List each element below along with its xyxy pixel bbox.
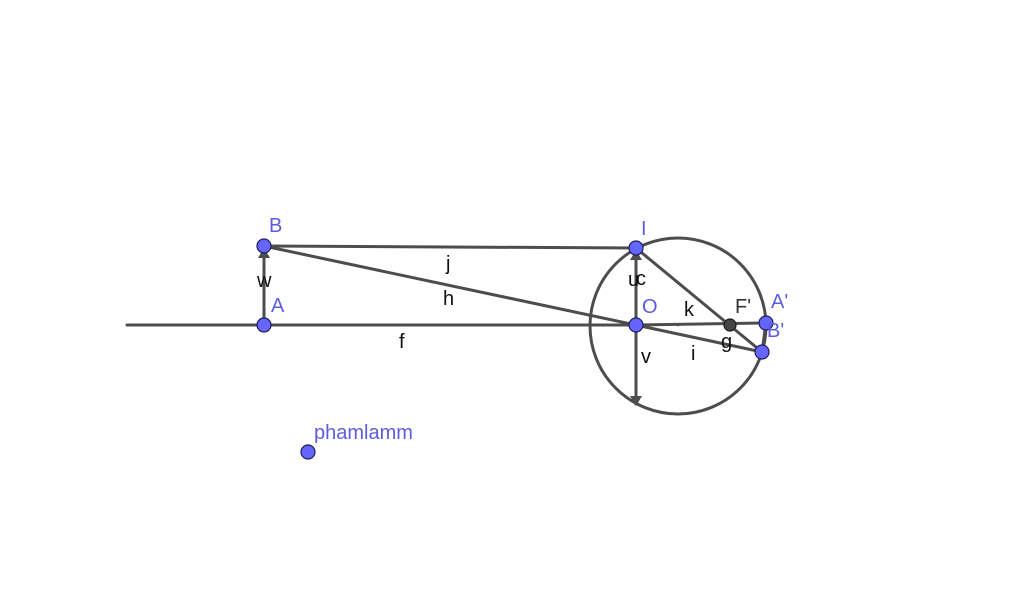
- label-point-o: O: [642, 296, 658, 318]
- segment-i[interactable]: [634, 323, 764, 354]
- label-point-i: I: [641, 218, 647, 240]
- segment-axis-extension[interactable]: [634, 321, 768, 327]
- label-u: u: [628, 269, 639, 291]
- label-f: f: [399, 331, 405, 353]
- label-k: k: [684, 299, 695, 321]
- label-point-b: B: [269, 215, 282, 237]
- point-i[interactable]: [628, 240, 644, 256]
- label-h: h: [443, 288, 454, 310]
- label-point-a: A: [271, 295, 285, 317]
- point-o[interactable]: [628, 317, 644, 333]
- point-b[interactable]: [256, 238, 272, 254]
- segment-h[interactable]: [262, 244, 638, 327]
- point-a[interactable]: [256, 317, 272, 333]
- label-i: i: [691, 343, 695, 365]
- label-point-b-prime: B': [767, 320, 784, 342]
- label-v: v: [641, 346, 651, 368]
- label-point-a-prime: A': [771, 291, 788, 313]
- segment-j[interactable]: [262, 244, 638, 250]
- label-g: g: [721, 331, 732, 353]
- point-phamlamm[interactable]: [300, 444, 316, 460]
- label-point-phamlamm: phamlamm: [314, 422, 413, 444]
- axis-tick-mark: [676, 323, 680, 327]
- label-w: w: [256, 270, 272, 292]
- segment-k[interactable]: [634, 246, 764, 354]
- point-b-prime[interactable]: [754, 344, 770, 360]
- label-c: c: [636, 268, 646, 290]
- point-f-prime[interactable]: [723, 318, 737, 332]
- point-a-prime[interactable]: [758, 315, 774, 331]
- label-point-f-prime: F': [735, 296, 751, 318]
- label-j: j: [445, 253, 450, 275]
